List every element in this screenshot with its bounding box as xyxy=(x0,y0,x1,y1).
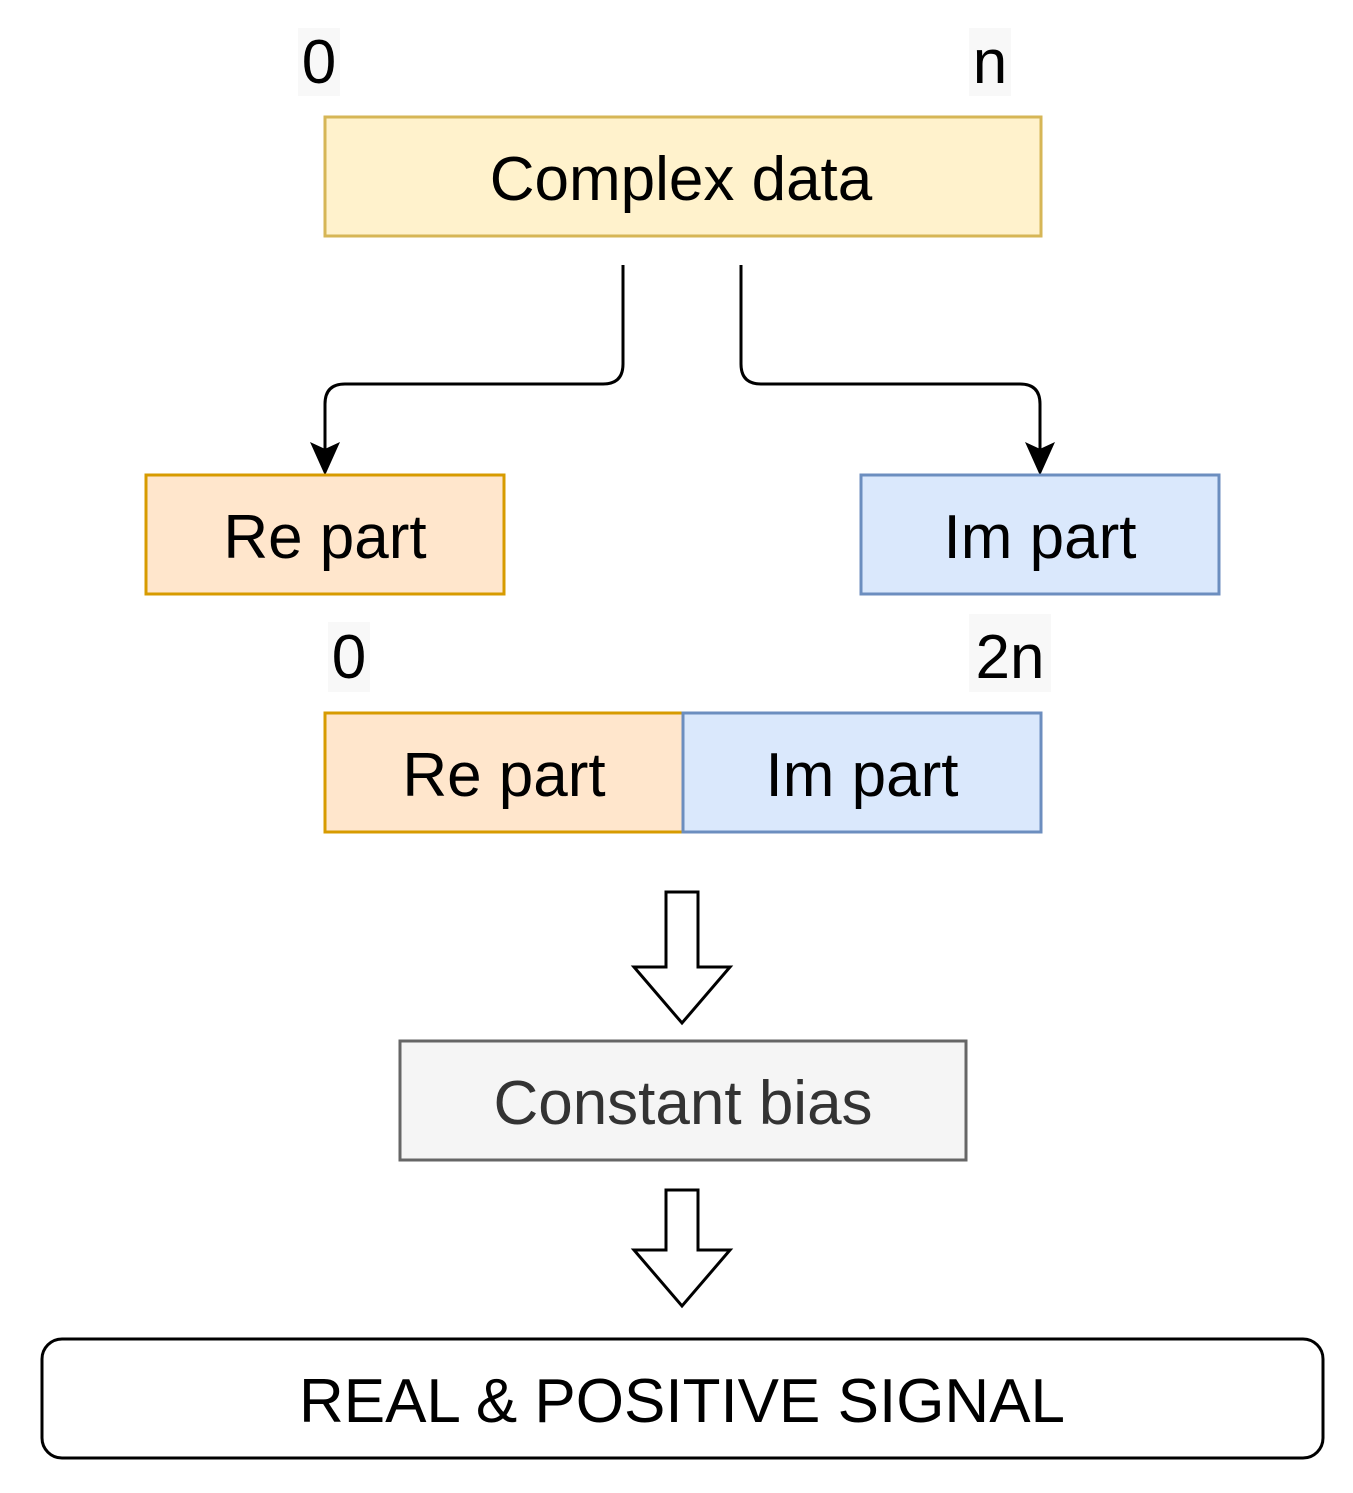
constant-bias-box xyxy=(398,1039,968,1162)
block-arrow-1-icon xyxy=(630,890,734,1026)
arrowhead-re xyxy=(309,441,341,476)
bottom-scale-end-label: 2n xyxy=(976,623,1045,692)
output-node[interactable]: REAL & POSITIVE SIGNAL xyxy=(40,1337,1325,1460)
arrowhead-im xyxy=(1024,441,1056,476)
bottom-scale-end-bg xyxy=(969,614,1051,692)
constant-bias-node[interactable]: Constant bias xyxy=(398,1039,968,1162)
complex-data-label: Complex data xyxy=(490,145,873,214)
concat-im-box xyxy=(681,711,1043,834)
concat-re-node[interactable]: Re part xyxy=(323,711,685,834)
complex-data-node[interactable]: Complex data xyxy=(323,115,1043,238)
top-scale-start-label: 0 xyxy=(302,28,336,97)
split-connector-im xyxy=(739,265,1042,450)
re-part-box xyxy=(144,473,506,596)
top-scale-end-bg xyxy=(969,28,1011,96)
re-part-label: Re part xyxy=(223,503,426,572)
bottom-scale-start-bg xyxy=(328,622,370,692)
top-scale-start-bg xyxy=(298,28,340,96)
concat-im-node[interactable]: Im part xyxy=(681,711,1043,834)
im-part-box xyxy=(859,473,1221,596)
split-connector-re xyxy=(323,265,625,450)
top-scale-end-label: n xyxy=(973,28,1007,97)
re-part-node[interactable]: Re part xyxy=(144,473,506,596)
im-part-label: Im part xyxy=(944,503,1137,572)
concat-re-label: Re part xyxy=(402,741,605,810)
concat-im-label: Im part xyxy=(766,741,959,810)
output-label: REAL & POSITIVE SIGNAL xyxy=(299,1367,1065,1436)
im-part-node[interactable]: Im part xyxy=(859,473,1221,596)
output-box xyxy=(40,1337,1325,1460)
complex-data-box xyxy=(323,115,1043,238)
block-arrow-2-icon xyxy=(630,1188,734,1309)
constant-bias-label: Constant bias xyxy=(493,1069,872,1138)
bottom-scale-start-label: 0 xyxy=(332,623,366,692)
